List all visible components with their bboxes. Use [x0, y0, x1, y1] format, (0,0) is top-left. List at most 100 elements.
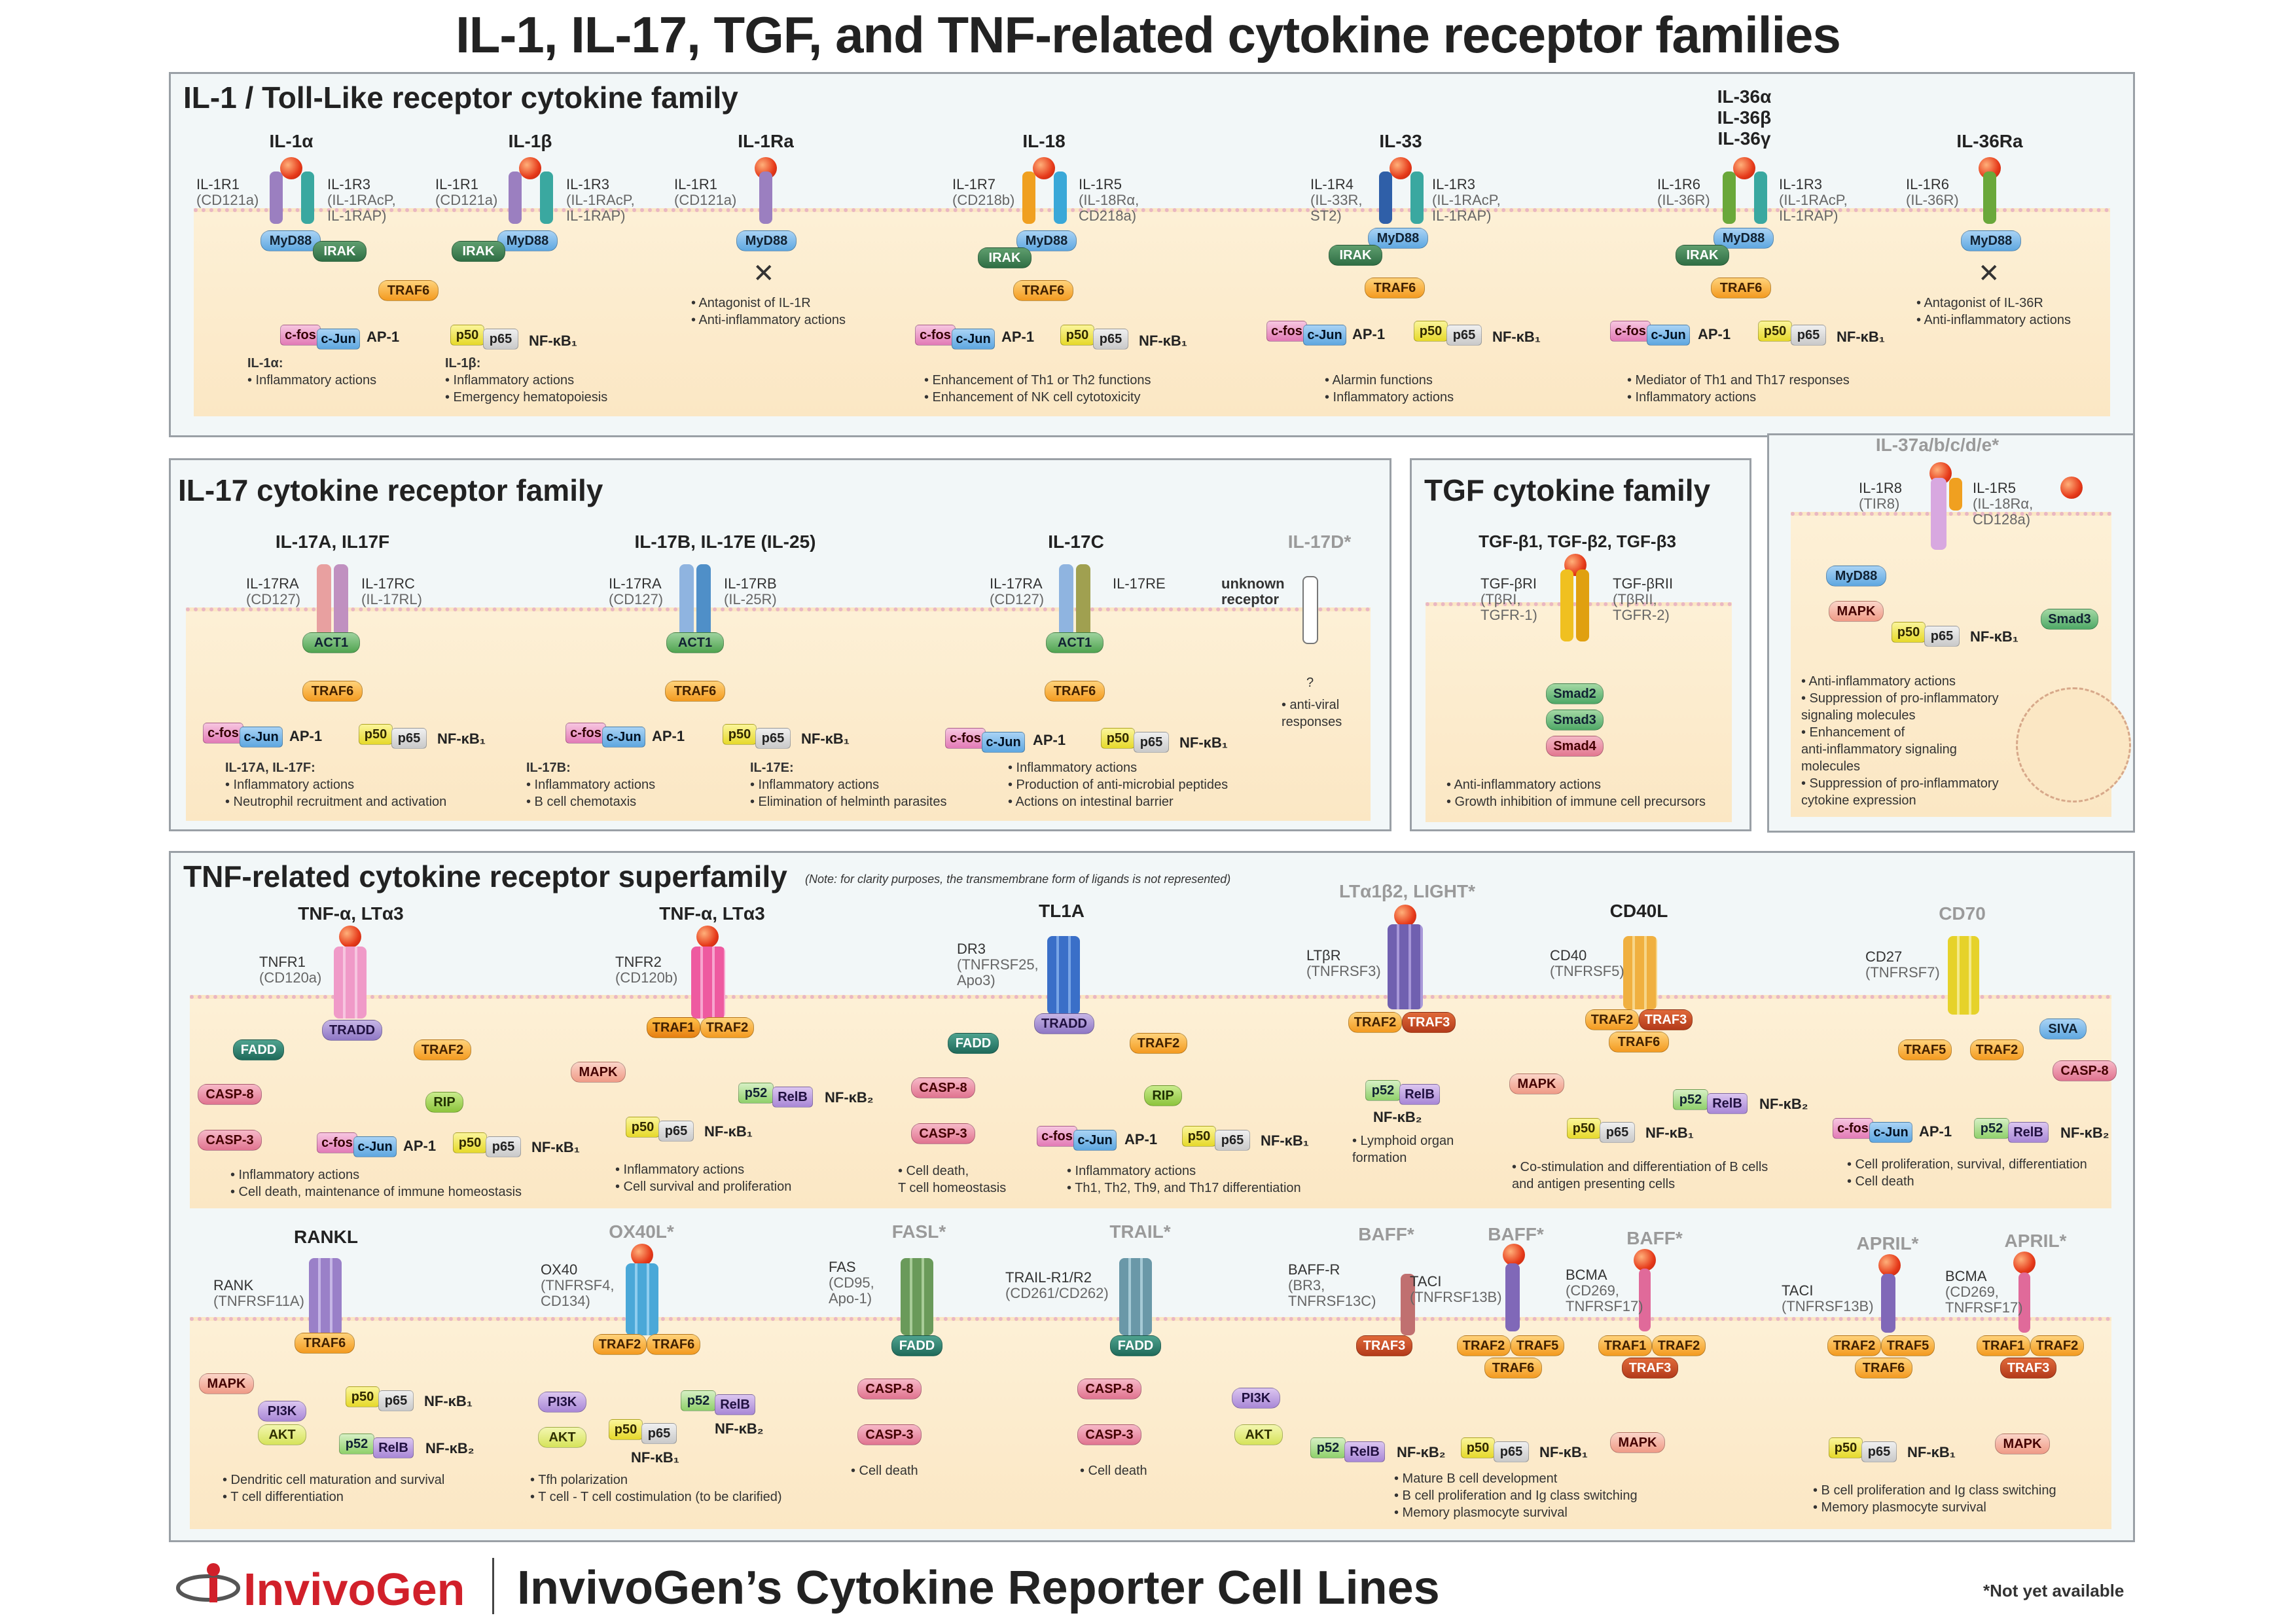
- il36-cfos: c-fos: [1610, 321, 1651, 342]
- baff-p50: p50: [1461, 1437, 1495, 1458]
- il33-ap1: AP-1: [1352, 326, 1386, 342]
- baffr-traf3: TRAF3: [1356, 1335, 1412, 1356]
- rank-receptor-icon: [309, 1258, 342, 1335]
- baff-p52: p52: [1310, 1437, 1346, 1458]
- il17ra-receptor-icon: [1059, 564, 1073, 636]
- il1ab-traf6: TRAF6: [378, 280, 439, 301]
- rank-notes: • Dendritic cell maturation and survival…: [223, 1473, 445, 1504]
- il36ra-ligand: IL-36Ra: [1956, 131, 2023, 151]
- tnfr1-ap1: AP-1: [403, 1138, 437, 1154]
- taci-traf6: TRAF6: [1484, 1358, 1542, 1379]
- cd40-traf2: TRAF2: [1585, 1009, 1639, 1030]
- tgfbr2-receptor-icon: [1576, 569, 1589, 641]
- cd40-receptor-label: CD40(TNFRSF5): [1550, 947, 1624, 979]
- tnfr2-ligand: TNF-α, LTα3: [659, 903, 765, 924]
- il1ab-nfkb1: NF-κB₁: [529, 333, 577, 349]
- ox40-ligand-icon: [631, 1244, 653, 1266]
- bcma-receptor-label: BCMA(CD269,TNFRSF17): [1566, 1267, 1643, 1314]
- il37-p65: p65: [1924, 626, 1960, 647]
- cd27-cfos: c-fos: [1833, 1118, 1873, 1139]
- il17e-notes: IL-17E:• Inflammatory actions• Eliminati…: [750, 761, 947, 809]
- tnfr1-nfkb1: NF-κB₁: [531, 1139, 580, 1155]
- il1b-ligand-icon: [519, 157, 541, 179]
- baff-ligand-icon: [1503, 1244, 1525, 1266]
- dr3-casp8: CASP-8: [911, 1077, 975, 1098]
- il33-receptor1-label: IL-1R4(IL-33R,ST2): [1310, 176, 1363, 224]
- nucleus-icon: [2016, 687, 2131, 803]
- il1ra-myd88: MyD88: [736, 230, 797, 251]
- tnfr1-rip: RIP: [425, 1092, 463, 1113]
- rank-pi3k: PI3K: [258, 1401, 306, 1422]
- dr3-cjun: c-Jun: [1073, 1130, 1117, 1151]
- baff-akt: AKT: [1234, 1424, 1283, 1445]
- tgf-smad3: Smad3: [1546, 710, 1604, 731]
- il33-myd88: MyD88: [1368, 228, 1428, 249]
- taci-receptor-icon: [1505, 1263, 1520, 1331]
- ox40-p65: p65: [641, 1423, 677, 1444]
- tnf-panel-title: TNF-related cytokine receptor superfamil…: [183, 859, 787, 893]
- il17a-notes: IL-17A, IL-17F:• Inflammatory actions• N…: [225, 761, 447, 809]
- dr3-notes-b: • Inflammatory actions• Th1, Th2, Th9, a…: [1067, 1164, 1301, 1195]
- dr3-p65: p65: [1215, 1130, 1250, 1151]
- dr3-receptor-icon: [1047, 936, 1080, 1015]
- taci-receptor-label: TACI(TNFRSF13B): [1410, 1273, 1502, 1305]
- ox40-pi3k: PI3K: [538, 1392, 586, 1413]
- il17a-ap1: AP-1: [289, 728, 323, 744]
- ltbr-traf3: TRAF3: [1402, 1012, 1456, 1033]
- rank-akt: AKT: [258, 1424, 306, 1445]
- taci-receptor-icon: [1881, 1274, 1895, 1333]
- cd27-ap1: AP-1: [1919, 1123, 1952, 1140]
- il17c-cfos: c-fos: [945, 728, 986, 749]
- tnfr2-traf1: TRAF1: [647, 1017, 700, 1038]
- il17c-receptor2-label: IL-17RE: [1113, 575, 1166, 592]
- dr3-p50: p50: [1182, 1126, 1216, 1147]
- footer-title: InvivoGen’s Cytokine Reporter Cell Lines: [517, 1562, 1440, 1614]
- il1r8-receptor-icon: [1931, 478, 1946, 550]
- il18-ligand: IL-18: [1022, 131, 1066, 151]
- il18-p50: p50: [1060, 325, 1094, 346]
- cd40-traf6: TRAF6: [1609, 1032, 1669, 1053]
- il1ra-ligand: IL-1Ra: [738, 131, 794, 151]
- il37-ligand: IL-37a/b/c/d/e*: [1875, 435, 2000, 455]
- il1a-notes: IL-1α:• Inflammatory actions: [247, 356, 377, 388]
- il1b-notes: IL-1β:• Inflammatory actions• Emergency …: [445, 356, 608, 405]
- blocked-x-icon: ✕: [753, 259, 775, 288]
- il33-cfos: c-fos: [1266, 321, 1307, 342]
- dr3-tradd: TRADD: [1034, 1013, 1094, 1034]
- il18-ligand-icon: [1033, 157, 1055, 179]
- il1r6-receptor-icon: [1983, 171, 1996, 224]
- dr3-nfkb1: NF-κB₁: [1261, 1132, 1309, 1149]
- il17b-nfkb1: NF-κB₁: [801, 731, 850, 747]
- il17b-traf6: TRAF6: [665, 681, 725, 702]
- il17b-act1: ACT1: [666, 632, 724, 653]
- il1a-irak: IRAK: [313, 241, 367, 262]
- unknown-receptor-icon: [1302, 576, 1318, 644]
- footer-brand: InvivoGen: [243, 1564, 465, 1615]
- ox40-relb: RelB: [715, 1394, 755, 1415]
- ox40-akt: AKT: [538, 1427, 586, 1448]
- il17a-receptor1-label: IL-17RA(CD127): [246, 575, 301, 607]
- il33-receptor2-label: IL-1R3(IL-1RAcP,IL-1RAP): [1432, 176, 1501, 224]
- il17rb-receptor-icon: [696, 564, 711, 636]
- tnfr1-p65: p65: [486, 1136, 521, 1157]
- april-bcma-label: BCMA(CD269,TNFRSF17): [1945, 1268, 2023, 1316]
- il17b-receptor2-label: IL-17RB(IL-25R): [724, 575, 777, 607]
- il17b-cfos: c-fos: [565, 723, 606, 744]
- bcma-ligand: BAFF*: [1626, 1228, 1683, 1248]
- fas-receptor-label: FAS(CD95,Apo-1): [829, 1259, 874, 1307]
- bcma-receptor-icon: [1639, 1269, 1651, 1331]
- april-taci-ligand: APRIL*: [1856, 1233, 1919, 1254]
- fas-fadd: FADD: [891, 1335, 942, 1356]
- cd27-notes: • Cell proliferation, survival, differen…: [1847, 1157, 2087, 1189]
- tnf-panel-note: (Note: for clarity purposes, the transme…: [805, 873, 1231, 886]
- tnfr1-ligand-icon: [339, 926, 361, 948]
- dr3-notes-a: • Cell death,T cell homeostasis: [898, 1164, 1007, 1195]
- il17re-receptor-icon: [1076, 564, 1090, 636]
- il33-nfkb1: NF-κB₁: [1492, 329, 1541, 345]
- april-nfkb1: NF-κB₁: [1907, 1444, 1956, 1460]
- il17a-act1: ACT1: [302, 632, 360, 653]
- rank-p50: p50: [346, 1386, 380, 1407]
- baff-mapk: MAPK: [1610, 1432, 1665, 1453]
- il36-irak: IRAK: [1676, 245, 1729, 266]
